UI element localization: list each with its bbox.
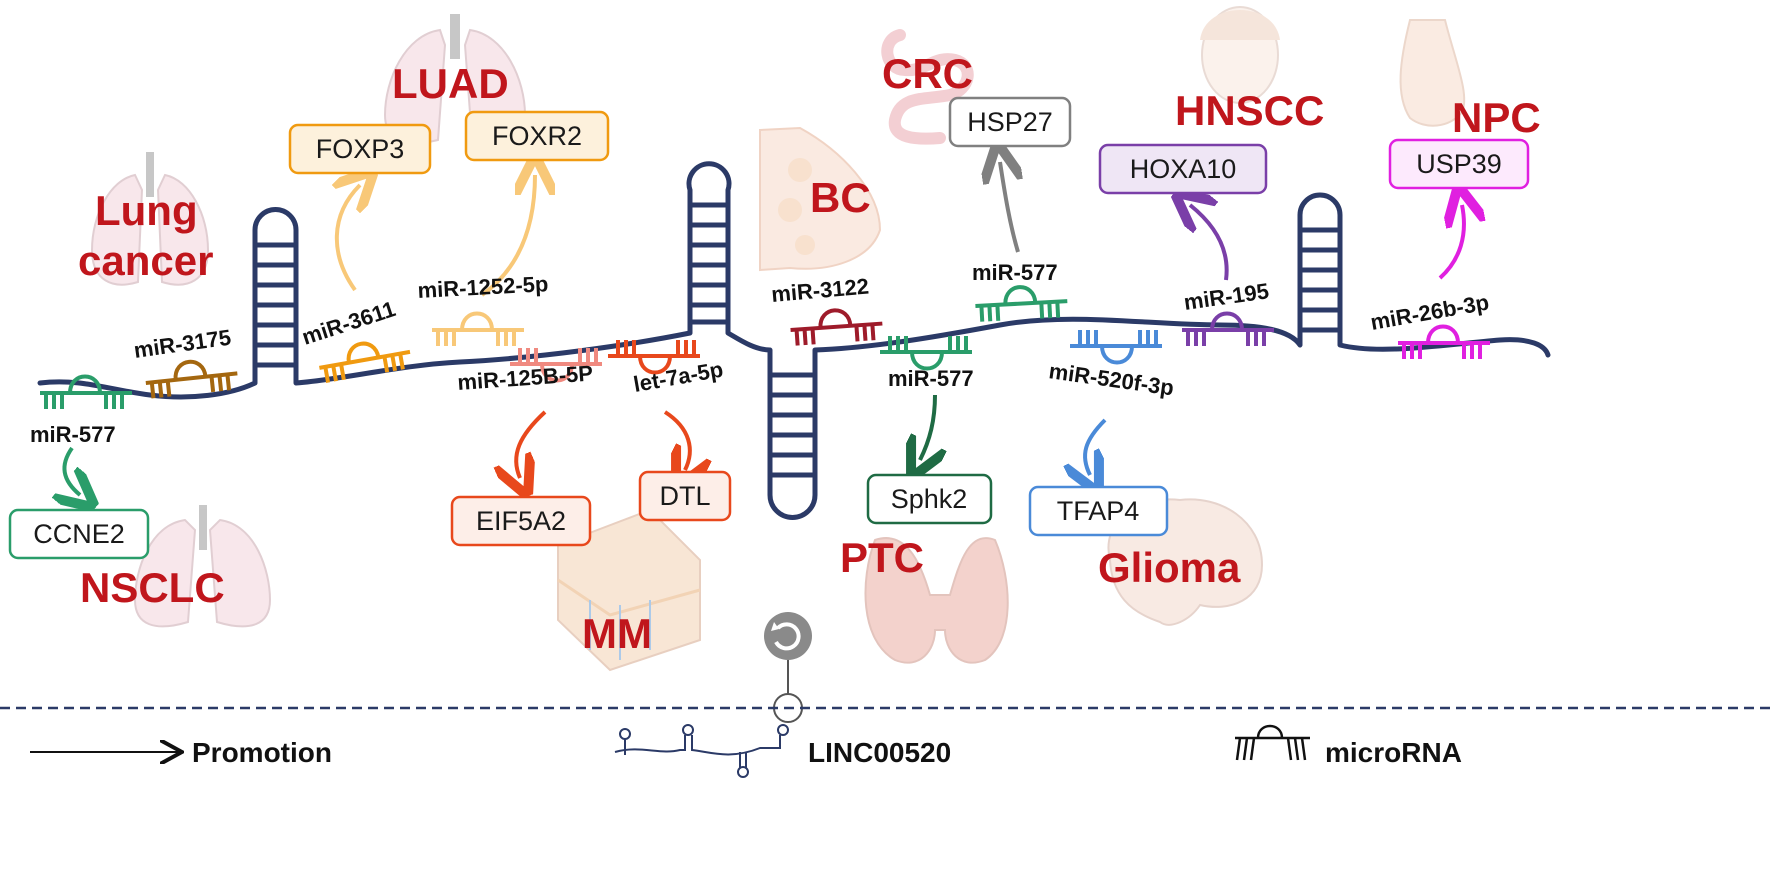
- cancer-label-mm: MM: [582, 610, 652, 657]
- circular-rna-icon: [764, 612, 812, 723]
- hairpin-3: [767, 350, 818, 520]
- legend-lnc-label: LINC00520: [808, 737, 951, 768]
- gene-box: HSP27: [948, 96, 1072, 148]
- mirna-glyph: [40, 374, 132, 409]
- legend-lnc: LINC00520: [614, 724, 951, 778]
- intestine-icon: [881, 29, 974, 145]
- thyroid-icon: [864, 537, 1009, 664]
- gene-label: FOXP3: [316, 134, 405, 164]
- gene-label: USP39: [1416, 149, 1502, 179]
- cancer-label-npc: NPC: [1452, 94, 1541, 141]
- gene-box: FOXR2: [464, 110, 610, 162]
- mirna-label: miR-125B-5P: [457, 361, 594, 395]
- cancer-label-nsclc: NSCLC: [80, 564, 225, 611]
- promotion-arrow: [1085, 418, 1107, 475]
- mirna-glyph: [1182, 311, 1274, 346]
- mirna-glyph: [1070, 330, 1162, 365]
- promotion-arrow: [1190, 205, 1229, 281]
- gene-box: EIF5A2: [450, 495, 592, 547]
- mirna-label: miR-195: [1182, 278, 1270, 315]
- cancer-label-lung: Lung: [95, 187, 198, 234]
- cancer-label-bc: BC: [810, 174, 871, 221]
- gene-label: FOXR2: [492, 121, 582, 151]
- promotion-arrow: [1438, 205, 1464, 280]
- mirna-label: miR-3175: [132, 325, 232, 363]
- mirna-label: miR-3122: [770, 274, 870, 307]
- mirna-label: miR-26b-3p: [1369, 290, 1491, 335]
- mirna-label: miR-577: [888, 366, 974, 391]
- lung-icon: [133, 505, 272, 628]
- legend: Promotion LINC00520 microRNA: [30, 724, 1462, 778]
- gene-label: HSP27: [967, 107, 1053, 137]
- promotion-arrow: [480, 175, 535, 297]
- mirna-label: miR-520f-3p: [1047, 358, 1175, 400]
- legend-promotion-label: Promotion: [192, 737, 332, 768]
- cancer-label-glioma: Glioma: [1098, 544, 1241, 591]
- mirna-glyph: [432, 311, 524, 346]
- gene-box: TFAP4: [1028, 485, 1169, 537]
- mirna-label: let-7a-5p: [632, 357, 725, 397]
- cancer-label-luad: LUAD: [392, 60, 509, 107]
- gene-label: CCNE2: [33, 519, 125, 549]
- mirna-label: miR-577: [30, 422, 116, 447]
- mirna-glyph: [880, 336, 972, 371]
- gene-label: Sphk2: [891, 484, 968, 514]
- promotion-arrow: [663, 410, 690, 470]
- microrna-icon: [1235, 724, 1310, 761]
- mirna-glyph: [510, 348, 602, 383]
- mirna-glyph: [145, 359, 238, 399]
- gene-label: HOXA10: [1130, 154, 1237, 184]
- mirna-glyph: [975, 285, 1068, 322]
- mirna-glyph: [608, 340, 700, 375]
- cancer-label-ptc: PTC: [840, 534, 924, 581]
- gene-label: TFAP4: [1057, 496, 1140, 526]
- promotion-arrow: [920, 394, 935, 460]
- hairpin-2: [686, 161, 732, 333]
- promotion-arrow: [64, 446, 80, 495]
- cancer-label-lung: cancer: [78, 237, 213, 284]
- breast-icon: [759, 126, 882, 272]
- mirna-glyph: [1398, 324, 1490, 359]
- legend-promotion: Promotion: [30, 737, 332, 768]
- mirna-label: miR-3611: [299, 296, 399, 350]
- hairpin-1: [252, 207, 299, 383]
- gene-box: HOXA10: [1098, 143, 1268, 195]
- lung-icon: [90, 152, 210, 286]
- legend-microrna: microRNA: [1235, 724, 1462, 768]
- cancer-label-crc: CRC: [882, 50, 973, 97]
- gene-label: EIF5A2: [476, 506, 566, 536]
- lncrna-icon: [614, 724, 789, 778]
- promotion-arrow: [1000, 162, 1018, 253]
- nose-icon: [1399, 19, 1466, 127]
- gene-label: DTL: [659, 481, 710, 511]
- legend-microrna-label: microRNA: [1325, 737, 1462, 768]
- face-icon: [1200, 6, 1280, 104]
- gene-box: DTL: [638, 470, 732, 522]
- mirna-glyph: [790, 308, 883, 346]
- promotion-arrow: [337, 185, 360, 292]
- mirna-label: miR-577: [972, 260, 1058, 285]
- gene-box: USP39: [1388, 138, 1530, 190]
- cancer-label-hnscc: HNSCC: [1175, 87, 1324, 134]
- mirna-label: miR-1252-5p: [417, 271, 549, 303]
- hairpin-4: [1297, 192, 1343, 345]
- gene-box: Sphk2: [866, 473, 993, 525]
- gene-box: CCNE2: [8, 508, 150, 560]
- promotion-arrow: [516, 410, 547, 478]
- mirna-glyph: [319, 341, 411, 383]
- gene-box: FOXP3: [288, 123, 432, 175]
